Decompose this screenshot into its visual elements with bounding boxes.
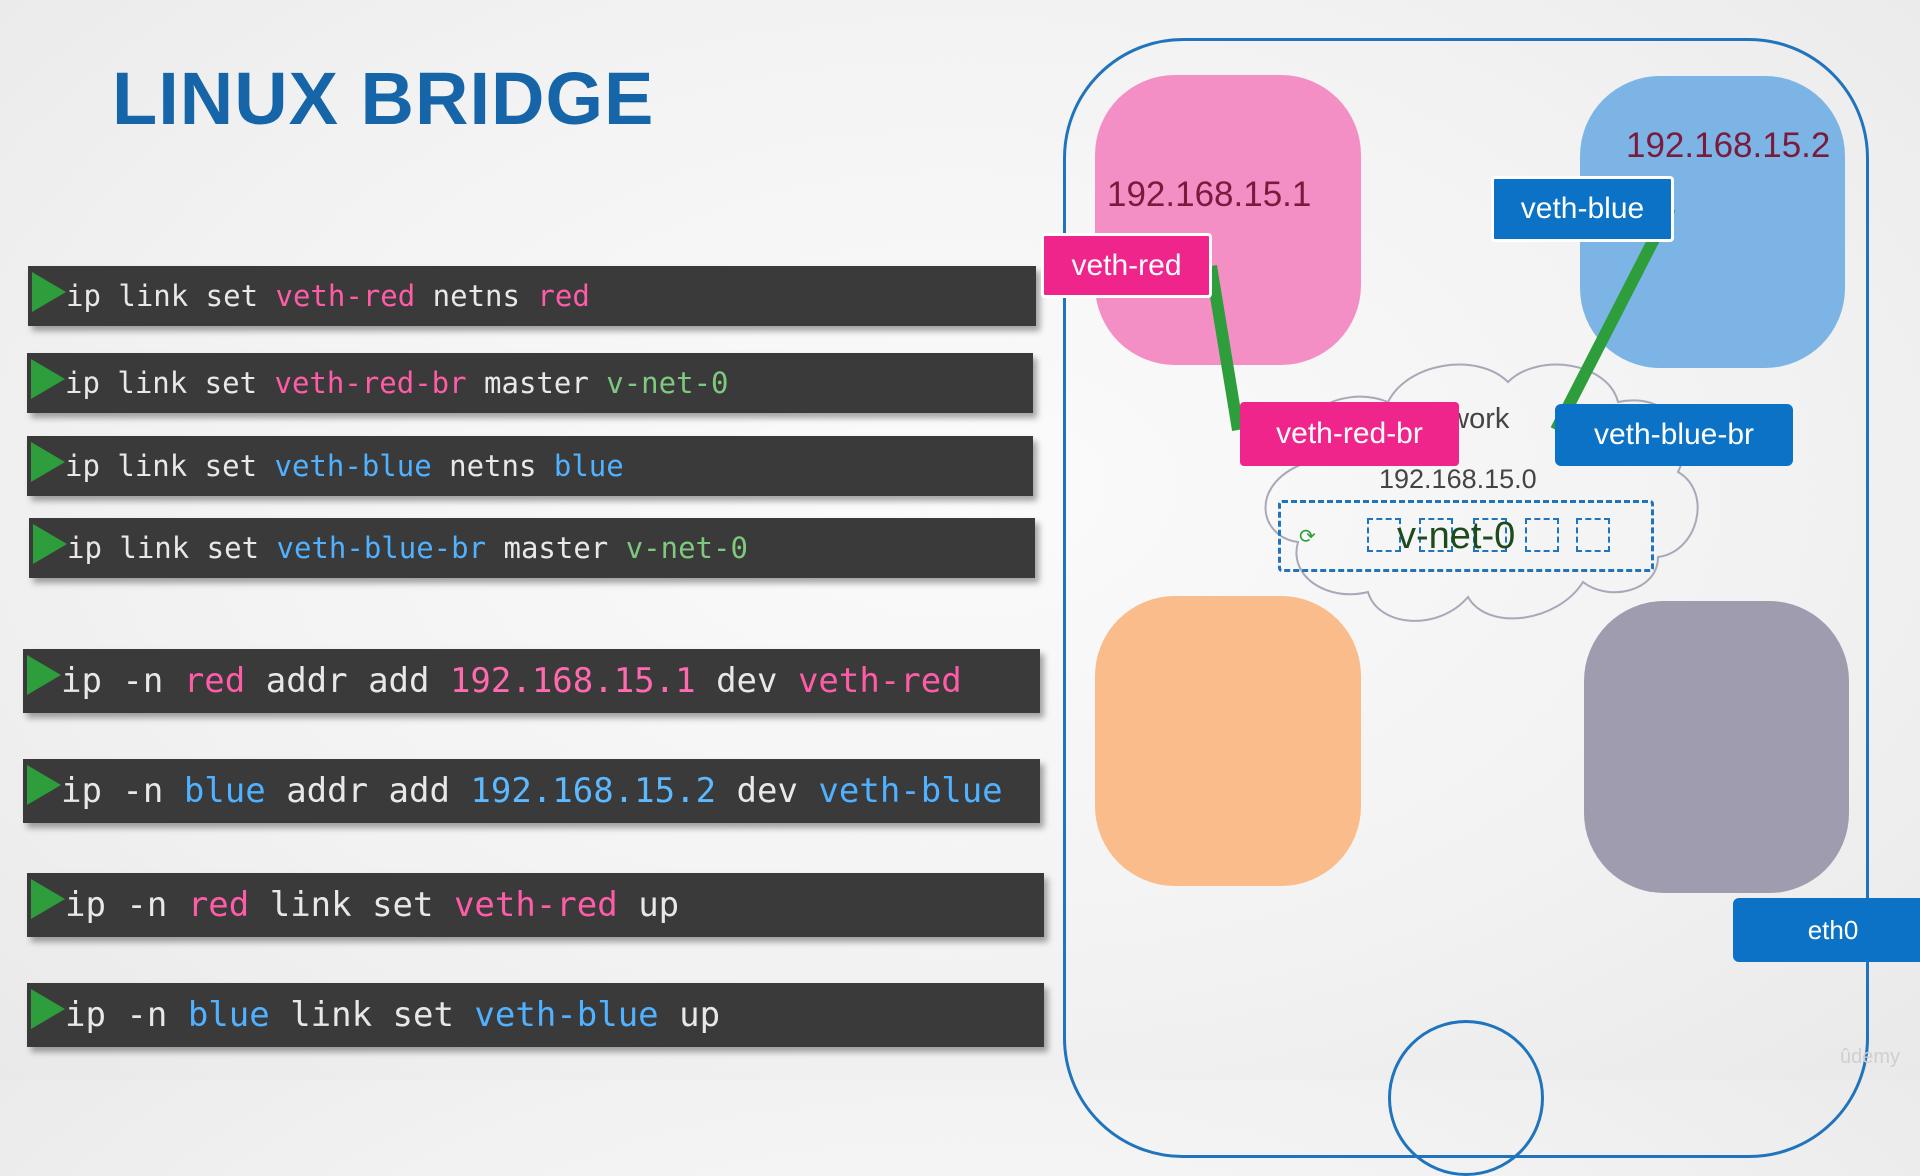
- command-token: 192.168.15.1: [449, 661, 696, 701]
- command-token: blue: [183, 771, 266, 811]
- bridge-port: [1525, 518, 1559, 552]
- command-bar: ip link set veth-red-br master v-net-0: [27, 353, 1033, 413]
- command-token: ip link set: [65, 366, 275, 400]
- command-token: up: [658, 995, 721, 1035]
- command-token: v-net-0: [606, 366, 729, 400]
- command-token: dev: [695, 661, 798, 701]
- bridge-port: [1367, 518, 1401, 552]
- command-token: addr add: [265, 771, 471, 811]
- bottom-connector: [1388, 1020, 1544, 1176]
- page-title: LINUX BRIDGE: [112, 57, 655, 140]
- command-token: ip -n: [61, 771, 184, 811]
- command-text: ip -n blue link set veth-blue up: [65, 995, 720, 1035]
- command-token: blue: [187, 995, 270, 1035]
- command-token: veth-red: [453, 885, 618, 925]
- command-token: v-net-0: [625, 531, 748, 565]
- command-token: veth-blue: [818, 771, 1003, 811]
- play-icon: [27, 655, 61, 695]
- command-token: netns: [415, 279, 538, 313]
- command-token: veth-blue-br: [276, 531, 487, 565]
- command-bar: ip link set veth-red netns red: [28, 266, 1036, 326]
- play-icon: [27, 765, 61, 805]
- command-bar: ip -n red link set veth-red up: [27, 873, 1044, 937]
- command-token: veth-blue: [274, 449, 432, 483]
- command-text: ip link set veth-red-br master v-net-0: [65, 366, 728, 400]
- command-token: veth-blue: [474, 995, 659, 1035]
- command-token: up: [617, 885, 680, 925]
- red-namespace-ip: 192.168.15.1: [1107, 175, 1312, 214]
- eth0-tag: eth0: [1733, 898, 1920, 962]
- command-token: addr add: [245, 661, 450, 701]
- command-text: ip -n red addr add 192.168.15.1 dev veth…: [61, 661, 962, 701]
- red-cable: [1205, 265, 1244, 431]
- bridge-port: [1419, 518, 1453, 552]
- namespace-orange: [1095, 596, 1361, 886]
- command-token: link set: [249, 885, 454, 925]
- namespace-gray: [1584, 601, 1849, 893]
- command-bar: ip -n red addr add 192.168.15.1 dev veth…: [23, 649, 1040, 713]
- veth-blue-br-tag: veth-blue-br: [1555, 404, 1793, 466]
- command-text: ip -n red link set veth-red up: [65, 885, 679, 925]
- command-token: red: [187, 885, 250, 925]
- veth-cables: [1205, 205, 1676, 433]
- blue-namespace-ip: 192.168.15.2: [1626, 126, 1831, 165]
- veth-red-tag: veth-red: [1041, 233, 1212, 298]
- play-icon: [31, 989, 65, 1029]
- play-icon: [32, 272, 66, 312]
- command-text: ip -n blue addr add 192.168.15.2 dev vet…: [61, 771, 1003, 811]
- command-token: netns: [431, 449, 554, 483]
- command-token: 192.168.15.2: [470, 771, 717, 811]
- command-token: ip link set: [67, 531, 277, 565]
- command-bar: ip -n blue link set veth-blue up: [27, 983, 1044, 1047]
- command-bar: ip link set veth-blue-br master v-net-0: [29, 518, 1035, 578]
- command-token: red: [183, 661, 246, 701]
- bridge-v-net-0: [1278, 500, 1654, 572]
- play-icon: [31, 442, 65, 482]
- command-text: ip link set veth-red netns red: [66, 279, 590, 313]
- namespace-red: [1095, 75, 1361, 365]
- command-token: ip -n: [61, 661, 184, 701]
- refresh-icon: ⟳: [1299, 524, 1316, 548]
- network-cloud: [1264, 363, 1699, 622]
- network-ip: 192.168.15.0: [1379, 464, 1537, 494]
- command-text: ip link set veth-blue netns blue: [65, 449, 624, 483]
- veth-red-br-tag: veth-red-br: [1240, 402, 1459, 466]
- bridge-port: [1576, 518, 1610, 552]
- bridge-name: v-net-0: [1397, 515, 1516, 557]
- blue-cable: [1550, 205, 1676, 433]
- command-token: master: [466, 366, 607, 400]
- command-token: veth-red: [797, 661, 962, 701]
- command-token: link set: [269, 995, 475, 1035]
- command-token: master: [486, 531, 626, 565]
- command-bar: ip -n blue addr add 192.168.15.2 dev vet…: [23, 759, 1040, 823]
- command-token: dev: [716, 771, 819, 811]
- command-token: blue: [553, 449, 624, 483]
- command-token: ip -n: [65, 885, 188, 925]
- command-bar: ip link set veth-blue netns blue: [27, 436, 1033, 496]
- command-token: veth-red-br: [274, 366, 467, 400]
- command-token: ip link set: [66, 279, 276, 313]
- command-token: red: [537, 279, 590, 313]
- command-token: ip -n: [65, 995, 188, 1035]
- command-text: ip link set veth-blue-br master v-net-0: [67, 531, 748, 565]
- command-token: ip link set: [65, 449, 275, 483]
- play-icon: [31, 879, 65, 919]
- play-icon: [31, 359, 65, 399]
- command-token: veth-red: [275, 279, 416, 313]
- watermark-logo: ûdemy: [1840, 1046, 1901, 1068]
- play-icon: [33, 524, 67, 564]
- veth-blue-tag: veth-blue: [1491, 176, 1674, 242]
- bridge-port: [1473, 518, 1507, 552]
